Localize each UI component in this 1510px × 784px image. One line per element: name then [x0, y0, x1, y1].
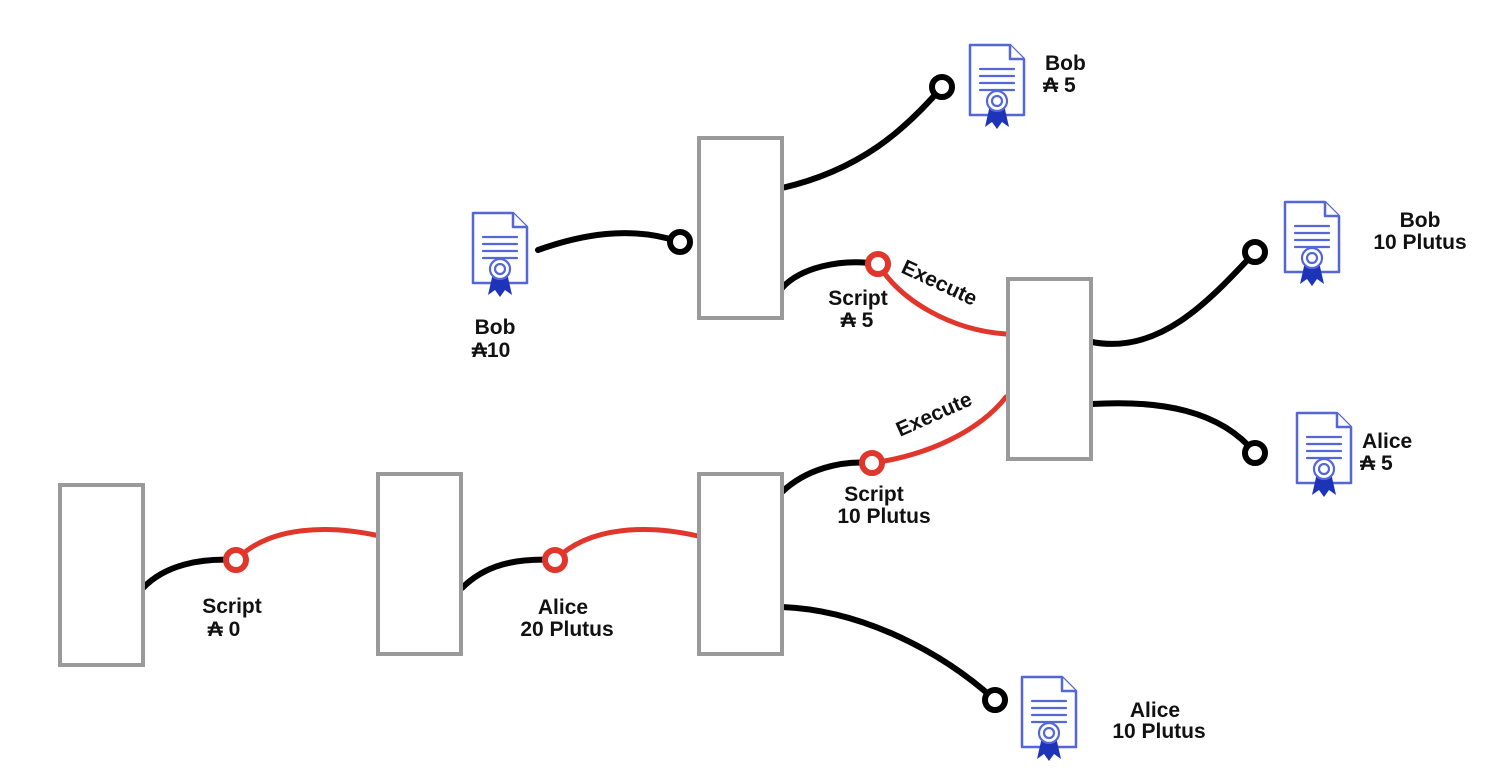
- script-wire: [233, 527, 383, 563]
- label-bob-10-name: Bob: [475, 316, 516, 339]
- transaction-box: [697, 472, 784, 656]
- script-wire: [552, 527, 701, 563]
- certificate-icon: [1283, 200, 1341, 288]
- script-output-port: [865, 251, 891, 277]
- output-wire: [1089, 400, 1258, 456]
- output-wire: [1089, 249, 1258, 347]
- certificate-icon: [968, 43, 1026, 131]
- label-alice-20-plutus-name: Alice: [538, 596, 588, 619]
- label-bob-5-name: Bob: [1045, 52, 1086, 75]
- label-bob-10-amount: ₳10: [472, 339, 511, 362]
- script-output-port: [542, 547, 568, 573]
- output-wire: [459, 556, 558, 591]
- transaction-box: [1006, 277, 1093, 461]
- label-script-0-amount: ₳ 0: [208, 618, 241, 641]
- script-wire-execute: [875, 261, 1009, 337]
- transaction-box: [376, 472, 463, 656]
- output-port: [667, 229, 693, 255]
- label-bob-5-amount: ₳ 5: [1043, 74, 1076, 97]
- label-alice-10-plutus-amount: 10 Plutus: [1112, 720, 1205, 743]
- certificate-icon: [471, 211, 529, 299]
- label-script-10-plutus-amount: 10 Plutus: [837, 505, 930, 528]
- script-wire-execute: [869, 394, 1009, 466]
- output-wire: [779, 604, 998, 703]
- output-wire: [140, 556, 239, 591]
- label-script-0-name: Script: [202, 595, 262, 618]
- execute-label: Execute: [898, 256, 981, 311]
- output-port: [982, 687, 1008, 713]
- transaction-box: [697, 136, 784, 320]
- output-port: [1242, 239, 1268, 265]
- output-wire: [779, 259, 881, 291]
- label-script-5-amount: ₳ 5: [841, 309, 874, 332]
- label-script-10-plutus-name: Script: [844, 483, 904, 506]
- transaction-box: [58, 483, 145, 667]
- label-bob-10-plutus-amount: 10 Plutus: [1373, 231, 1466, 254]
- output-wire: [779, 84, 945, 191]
- input-wire: [535, 230, 683, 253]
- output-port: [1242, 440, 1268, 466]
- output-port: [929, 74, 955, 100]
- label-alice-10-plutus-name: Alice: [1130, 699, 1180, 722]
- label-alice-20-plutus-amount: 20 Plutus: [520, 618, 613, 641]
- label-bob-10-plutus-name: Bob: [1400, 209, 1441, 232]
- script-output-port: [859, 450, 885, 476]
- certificate-icon: [1295, 411, 1353, 499]
- certificate-icon: [1020, 675, 1078, 763]
- label-script-5-name: Script: [828, 287, 888, 310]
- label-alice-5-amount: ₳ 5: [1360, 452, 1393, 475]
- label-alice-5-name: Alice: [1362, 430, 1412, 453]
- script-output-port: [223, 547, 249, 573]
